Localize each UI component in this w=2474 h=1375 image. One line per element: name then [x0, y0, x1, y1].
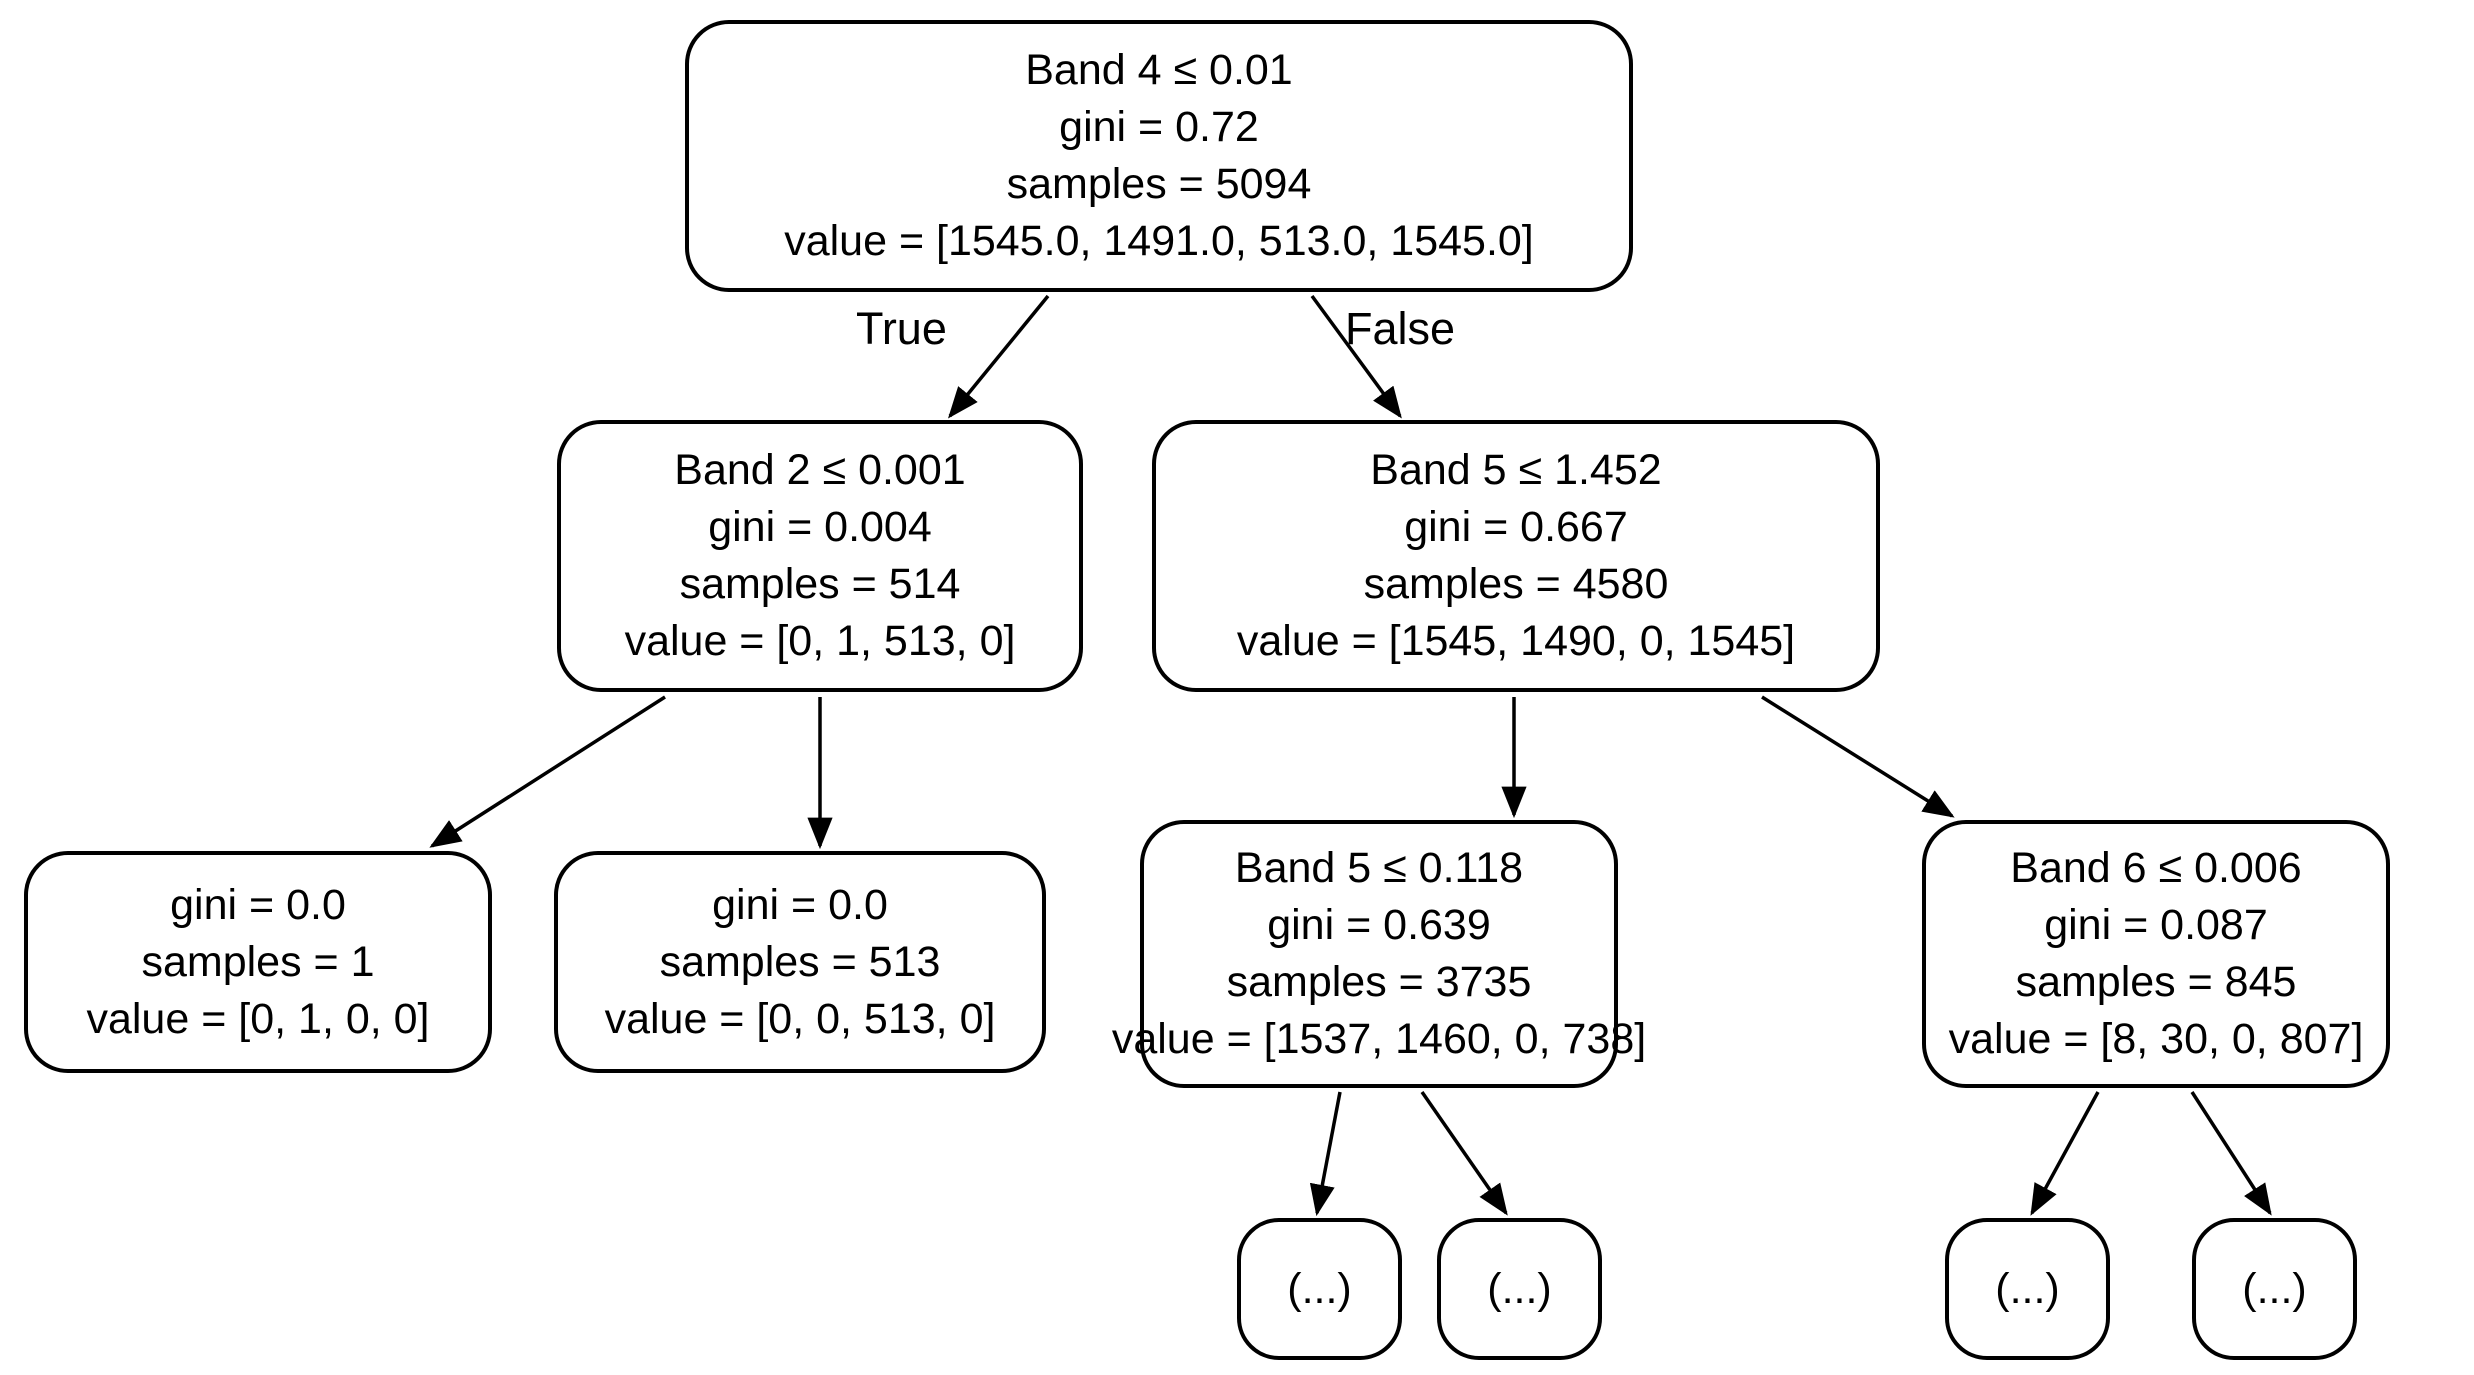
node-value-line: value = [0, 1, 513, 0] [624, 617, 1016, 665]
node-condition-line: Band 6 ≤ 0.006 [2010, 844, 2302, 892]
node-gini-line: gini = 0.004 [708, 503, 932, 551]
node-samples-line: samples = 514 [679, 560, 961, 608]
edge-left-to-leftleft [429, 695, 666, 848]
node-samples-line: samples = 3735 [1226, 958, 1532, 1006]
tree-node-right-right: Band 6 ≤ 0.006 gini = 0.087 samples = 84… [1922, 820, 2390, 1088]
tree-node-right-left: Band 5 ≤ 0.118 gini = 0.639 samples = 37… [1112, 820, 1646, 1088]
node-value-line: value = [8, 30, 0, 807] [1948, 1015, 2364, 1063]
collapsed-node-label: (...) [2242, 1264, 2307, 1313]
collapsed-node-label: (...) [1487, 1264, 1552, 1313]
tree-leaf-left-left: gini = 0.0 samples = 1 value = [0, 1, 0,… [24, 851, 492, 1073]
node-condition-line: Band 2 ≤ 0.001 [674, 446, 966, 494]
node-value-line: value = [0, 0, 513, 0] [604, 994, 996, 1043]
node-samples-line: samples = 4580 [1363, 560, 1669, 608]
node-gini-line: gini = 0.72 [1059, 103, 1259, 151]
node-samples-line: samples = 845 [2015, 958, 2297, 1006]
collapsed-node-label: (...) [1995, 1264, 2060, 1313]
tree-node-right: Band 5 ≤ 1.452 gini = 0.667 samples = 45… [1152, 420, 1880, 692]
edge-rightleft-to-collapsed1 [1309, 1091, 1342, 1217]
node-value-line: value = [1545.0, 1491.0, 513.0, 1545.0] [784, 217, 1534, 265]
edge-rightright-to-collapsed3 [2030, 1091, 2100, 1216]
node-condition-line: Band 5 ≤ 0.118 [1234, 844, 1524, 892]
node-gini-line: gini = 0.639 [1267, 901, 1491, 949]
node-samples-line: samples = 1 [141, 937, 375, 986]
edge-rightright-to-collapsed4 [2190, 1091, 2272, 1216]
tree-node-left: Band 2 ≤ 0.001 gini = 0.004 samples = 51… [557, 420, 1083, 692]
node-gini-line: gini = 0.0 [712, 880, 888, 929]
node-samples-line: samples = 513 [659, 937, 941, 986]
node-condition-line: Band 5 ≤ 1.452 [1370, 446, 1662, 494]
edge-root-to-left [948, 294, 1050, 419]
edge-label-false: False [1345, 303, 1456, 354]
tree-node-root: Band 4 ≤ 0.01 gini = 0.72 samples = 5094… [685, 20, 1633, 292]
edge-label-true: True [856, 303, 947, 354]
node-value-line: value = [1545, 1490, 0, 1545] [1236, 617, 1796, 665]
collapsed-node-label: (...) [1287, 1264, 1352, 1313]
node-samples-line: samples = 5094 [1006, 160, 1312, 208]
node-gini-line: gini = 0.087 [2044, 901, 2268, 949]
tree-collapsed-node-2: (...) [1437, 1218, 1602, 1360]
node-gini-line: gini = 0.0 [170, 880, 346, 929]
tree-collapsed-node-1: (...) [1237, 1218, 1402, 1360]
node-gini-line: gini = 0.667 [1404, 503, 1628, 551]
edge-right-to-rightright [1761, 695, 1955, 818]
node-value-line: value = [0, 1, 0, 0] [86, 994, 430, 1043]
tree-leaf-left-right: gini = 0.0 samples = 513 value = [0, 0, … [554, 851, 1046, 1073]
node-value-line: value = [1537, 1460, 0, 738] [1111, 1015, 1647, 1063]
tree-collapsed-node-3: (...) [1945, 1218, 2110, 1360]
node-condition-line: Band 4 ≤ 0.01 [1025, 46, 1293, 94]
edge-rightleft-to-collapsed2 [1420, 1091, 1508, 1216]
tree-collapsed-node-4: (...) [2192, 1218, 2357, 1360]
